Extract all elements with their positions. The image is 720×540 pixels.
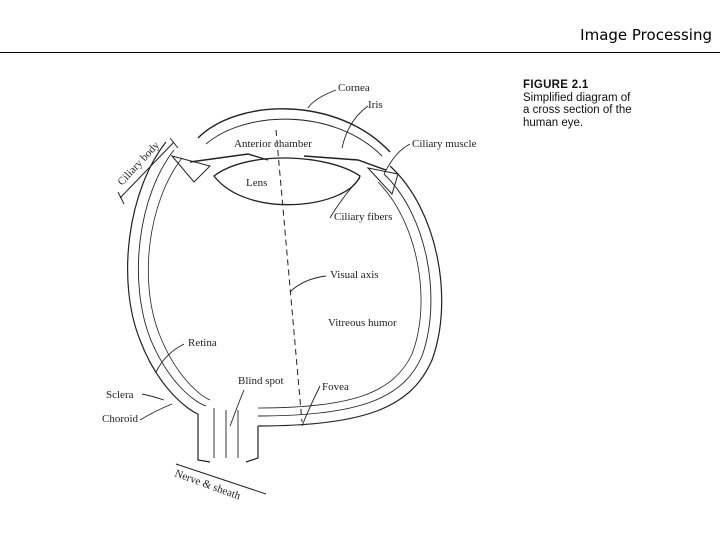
label-vitreous-humor: Vitreous humor [328, 317, 397, 329]
label-anterior-chamber: Anterior chamber [234, 138, 312, 150]
header-divider [0, 52, 720, 53]
figure-caption: FIGURE 2.1 Simplified diagram of a cross… [523, 79, 633, 129]
ciliary-muscle-shape [366, 167, 399, 195]
ciliary-body-shape [170, 155, 211, 183]
label-lens: Lens [246, 177, 267, 189]
ciliary-body-bracket-tick-a [117, 191, 125, 205]
label-ciliary-body: Ciliary body [115, 139, 162, 188]
leader-ciliary-muscle [383, 143, 411, 175]
sclera-outline-right [257, 165, 443, 427]
label-ciliary-fibers: Ciliary fibers [334, 211, 392, 223]
leader-choroid [139, 403, 173, 421]
nerve-sheath-bracket [175, 463, 267, 495]
leader-ciliary-fibers [329, 177, 361, 219]
label-ciliary-muscle: Ciliary muscle [412, 138, 477, 150]
sclera-outline [127, 141, 199, 415]
iris-right [303, 155, 387, 171]
optic-nerve-left [197, 414, 211, 463]
leader-cornea [307, 89, 337, 109]
label-visual-axis: Visual axis [330, 269, 379, 281]
choroid-layer-right [257, 173, 432, 417]
figure-number: FIGURE 2.1 [523, 79, 589, 91]
optic-nerve-right [245, 426, 259, 463]
ciliary-body-bracket-tick-b [169, 137, 179, 149]
label-fovea: Fovea [322, 381, 349, 393]
label-retina: Retina [188, 337, 217, 349]
leader-iris [341, 105, 369, 149]
label-sclera: Sclera [106, 389, 134, 401]
visual-axis-line [275, 129, 303, 423]
figure-caption-text: Simplified diagram of a cross section of… [523, 91, 632, 129]
cornea-outline [197, 108, 391, 153]
iris-left [189, 153, 269, 163]
retina-layer [147, 157, 211, 401]
leader-visual-axis [289, 275, 327, 293]
leader-fovea [301, 385, 321, 427]
leader-retina [155, 343, 185, 373]
cornea-inner [205, 118, 383, 157]
leader-sclera [141, 393, 165, 401]
eye-cross-section-diagram: Cornea Iris Anterior chamber Ciliary mus… [102, 82, 477, 503]
retina-layer-right [257, 181, 422, 409]
label-nerve-sheath: Nerve & sheath [173, 468, 242, 503]
leader-blind-spot [229, 389, 245, 427]
label-cornea: Cornea [338, 82, 370, 94]
label-iris: Iris [368, 99, 383, 111]
ciliary-body-bracket [119, 141, 175, 199]
lens-outline [213, 157, 361, 206]
label-blind-spot: Blind spot [238, 375, 284, 387]
choroid-layer [137, 149, 207, 407]
label-choroid: Choroid [102, 413, 139, 425]
page-title: Image Processing [580, 26, 712, 44]
